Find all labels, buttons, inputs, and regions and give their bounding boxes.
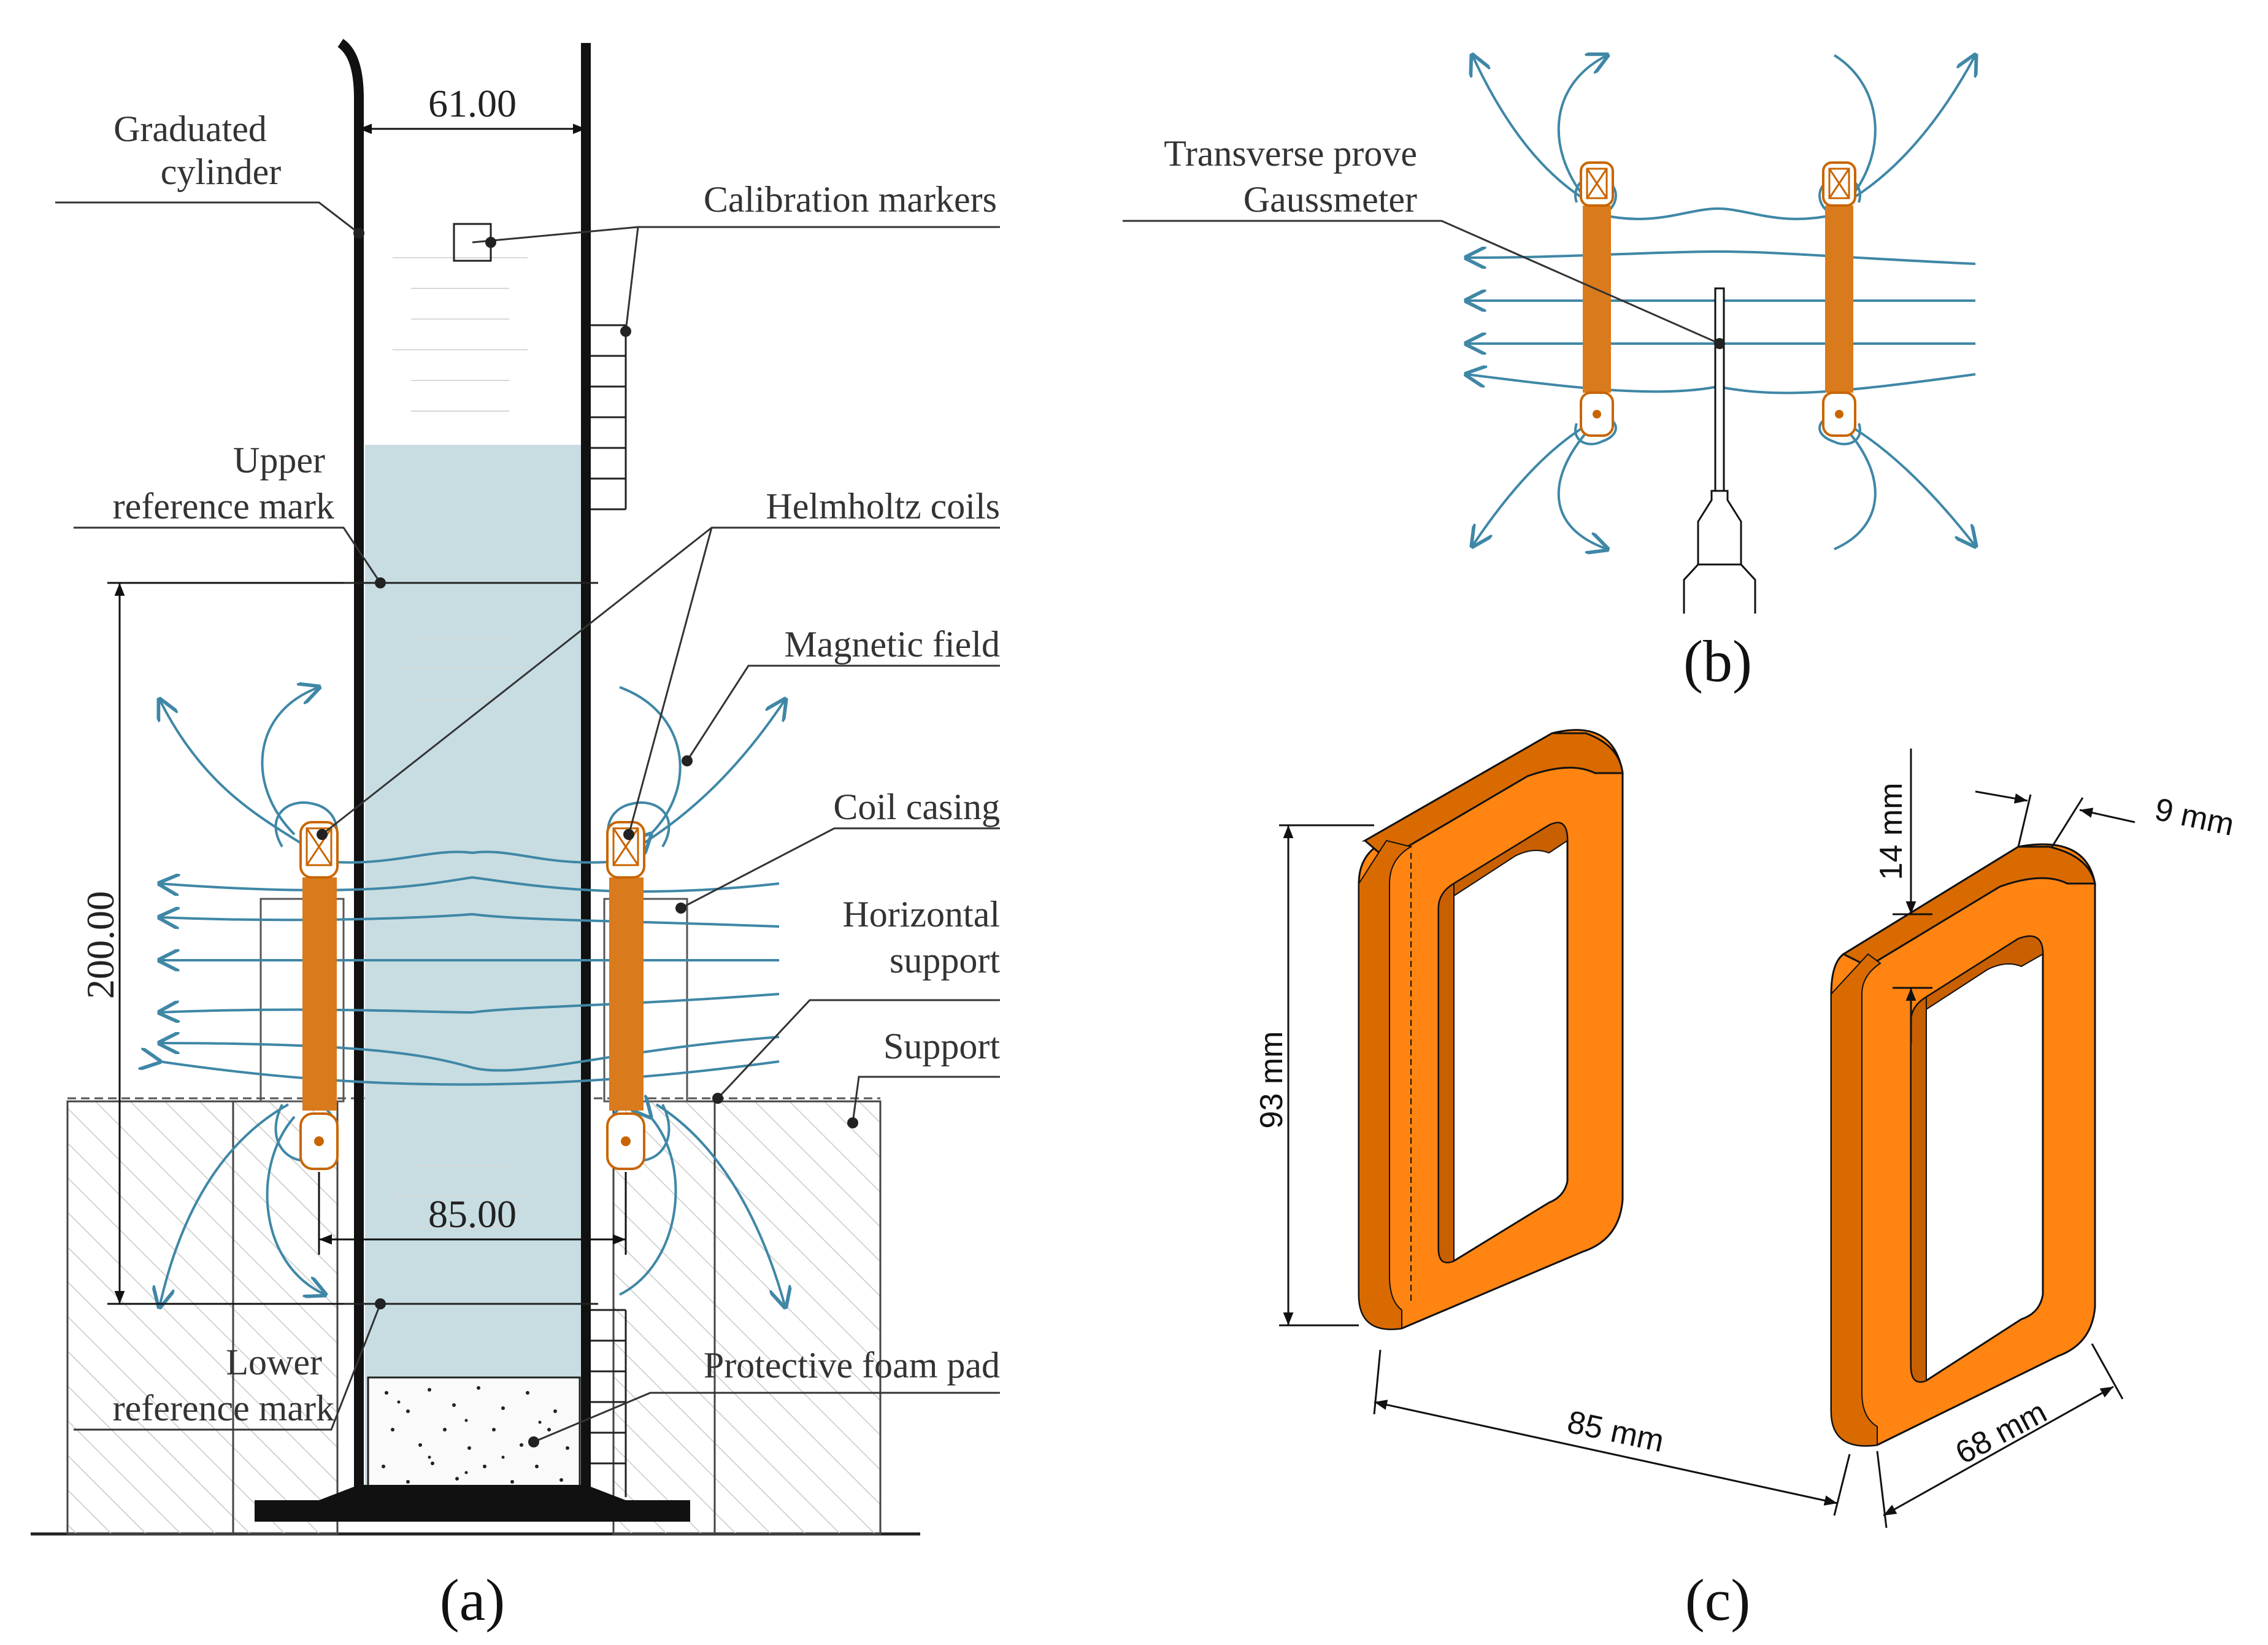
support-block-left-inner bbox=[232, 1100, 339, 1535]
dimension-9mm: 9 mm bbox=[1975, 790, 2237, 847]
support-block-right-outer bbox=[713, 1100, 882, 1535]
dimension-label-68mm: 68 mm bbox=[1950, 1394, 2053, 1471]
calibration-scale-upper bbox=[591, 324, 627, 510]
label-probe-2: Gaussmeter bbox=[1244, 179, 1417, 220]
label-graduated-cylinder-1: Graduated bbox=[113, 109, 267, 149]
coil-frame-left bbox=[1358, 729, 1624, 1330]
dimension-label-200: 200.00 bbox=[79, 891, 122, 999]
support-blocks bbox=[66, 1097, 882, 1535]
coil-frame-right bbox=[1830, 843, 2096, 1447]
label-helmholtz-coils: Helmholtz coils bbox=[766, 486, 1000, 526]
coil-casing-left bbox=[259, 898, 345, 1103]
label-graduated-cylinder-2: cylinder bbox=[161, 152, 282, 192]
label-lower-reference-1: Lower bbox=[226, 1342, 322, 1382]
coil-b-right bbox=[1822, 161, 1856, 437]
dimension-label-9mm: 9 mm bbox=[2152, 792, 2237, 843]
panel-a: 61.00 200.00 85.00 bbox=[31, 39, 1000, 1633]
dimension-label-14mm: 14 mm bbox=[1874, 783, 1909, 880]
caption-b: (b) bbox=[1683, 628, 1752, 694]
label-horizontal-support-1: Horizontal bbox=[842, 894, 1000, 934]
label-support: Support bbox=[883, 1026, 1000, 1066]
graduation-lines bbox=[393, 257, 528, 1228]
protective-foam-pad bbox=[367, 1376, 581, 1495]
label-protective-foam-pad: Protective foam pad bbox=[704, 1345, 1000, 1385]
dimension-14mm: 14 mm bbox=[1874, 749, 1932, 1043]
leader-dots-a bbox=[317, 228, 858, 1447]
dimension-93mm: 93 mm bbox=[1254, 824, 1374, 1327]
label-upper-reference-2: reference mark bbox=[113, 486, 334, 526]
dimension-label-85: 85.00 bbox=[428, 1192, 517, 1236]
coil-cross-section-top-right bbox=[606, 821, 645, 879]
label-calibration-markers: Calibration markers bbox=[704, 179, 997, 220]
leader-lines-a bbox=[55, 201, 1000, 1443]
liquid bbox=[365, 445, 583, 1497]
foam-dots bbox=[382, 1386, 569, 1484]
cylinder-foot bbox=[319, 1485, 626, 1500]
coil-bar-right bbox=[609, 877, 644, 1111]
dimension-61: 61.00 bbox=[359, 82, 586, 134]
support-block-left-outer bbox=[66, 1100, 234, 1535]
dimension-85mm: 85 mm bbox=[1373, 1349, 1851, 1516]
cylinder-wall-left bbox=[337, 39, 364, 1497]
caption-a: (a) bbox=[440, 1567, 505, 1633]
cylinder-base bbox=[255, 1500, 690, 1522]
coil-bar-left bbox=[302, 877, 337, 1111]
dimension-label-85mm: 85 mm bbox=[1564, 1404, 1667, 1459]
panel-c: 93 mm 85 mm 68 mm 14 mm bbox=[1254, 729, 2237, 1633]
dimension-85: 85.00 bbox=[318, 1172, 627, 1255]
label-probe-1: Transverse prove bbox=[1164, 133, 1417, 174]
coil-b-left bbox=[1580, 161, 1614, 437]
helmholtz-coil-left bbox=[299, 821, 339, 1170]
leader-probe bbox=[1123, 220, 1720, 345]
dimension-label-93mm: 93 mm bbox=[1254, 1031, 1290, 1129]
dimension-200: 200.00 bbox=[79, 582, 344, 1305]
label-magnetic-field: Magnetic field bbox=[784, 624, 1000, 665]
caption-c: (c) bbox=[1685, 1567, 1751, 1633]
label-upper-reference-1: Upper bbox=[233, 440, 325, 480]
label-coil-casing: Coil casing bbox=[833, 787, 1000, 827]
panel-b: Transverse prove Gaussmeter (b) bbox=[1123, 55, 1975, 694]
dimension-label-61: 61.00 bbox=[428, 82, 517, 125]
label-horizontal-support-2: support bbox=[890, 940, 1000, 980]
coil-cross-section-top-left bbox=[299, 821, 339, 879]
gaussmeter-probe bbox=[1683, 287, 1756, 614]
helmholtz-coil-right bbox=[606, 821, 645, 1170]
label-lower-reference-2: reference mark bbox=[113, 1388, 334, 1428]
